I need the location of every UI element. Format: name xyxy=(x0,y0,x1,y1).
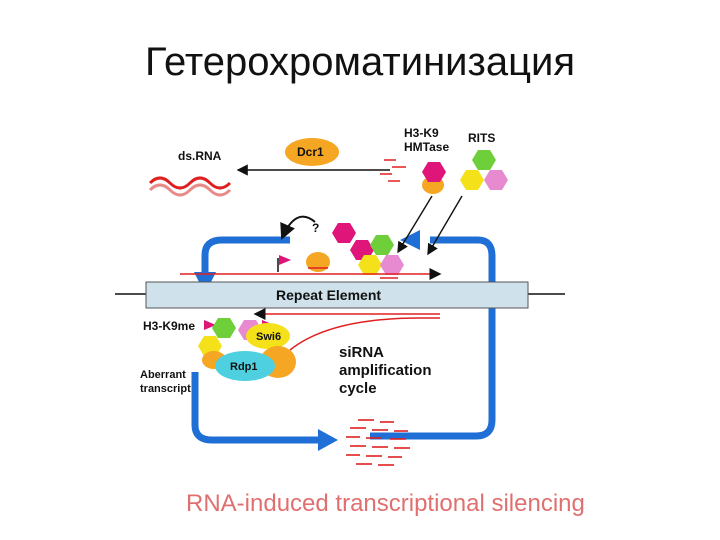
blue-cycle-arrow xyxy=(201,236,290,285)
dsrna-wave-2 xyxy=(148,183,232,197)
rits-label: RITS xyxy=(468,131,495,145)
slide-title: Гетерохроматинизация xyxy=(144,40,576,84)
caption: RNA-induced transcriptional silencing xyxy=(186,490,585,517)
arrow-hmtase-down xyxy=(397,195,433,254)
swi6-label: Swi6 xyxy=(256,331,281,343)
blue-arrowhead-right xyxy=(318,429,338,451)
sirna-label: siRNA xyxy=(339,344,384,361)
nascent-transcript xyxy=(180,255,442,280)
blue-cycle-right xyxy=(370,236,496,440)
blue-cycle-left xyxy=(191,372,320,444)
repeat-element-label: Repeat Element xyxy=(276,287,381,303)
aberrant-label: Aberrant xyxy=(140,369,186,381)
dsrna-label: ds.RNA xyxy=(178,149,222,163)
curved-recruit-arrow xyxy=(280,215,316,240)
h3k9me-label: H3-K9me xyxy=(143,319,195,333)
dsrna-wave-1 xyxy=(148,176,232,190)
heterochromatin-cluster xyxy=(198,318,296,381)
question-mark: ? xyxy=(312,221,319,235)
arrow-rits-down xyxy=(427,195,463,256)
hmtase-label: HMTase xyxy=(404,140,449,154)
chromatin-complex-center xyxy=(306,223,404,279)
hmtase-complex xyxy=(422,162,446,194)
h3k9-label: H3-K9 xyxy=(404,126,439,140)
dcr1-label: Dcr1 xyxy=(297,145,324,159)
dcr1-enzyme xyxy=(285,138,339,166)
sirna-fragments-top xyxy=(380,159,406,182)
blue-arrowhead-up xyxy=(400,230,420,250)
sirna-fragments-bottom xyxy=(346,419,410,466)
transcript-label: transcript xyxy=(140,383,191,395)
repeat-element-bar xyxy=(145,281,529,309)
rdp1-label: Rdp1 xyxy=(230,361,258,373)
amplification-label: amplification xyxy=(339,362,432,379)
aberrant-strand xyxy=(289,317,440,351)
cycle-label: cycle xyxy=(339,380,377,397)
rits-complex xyxy=(460,150,508,190)
methyl-mark-1 xyxy=(204,320,216,330)
